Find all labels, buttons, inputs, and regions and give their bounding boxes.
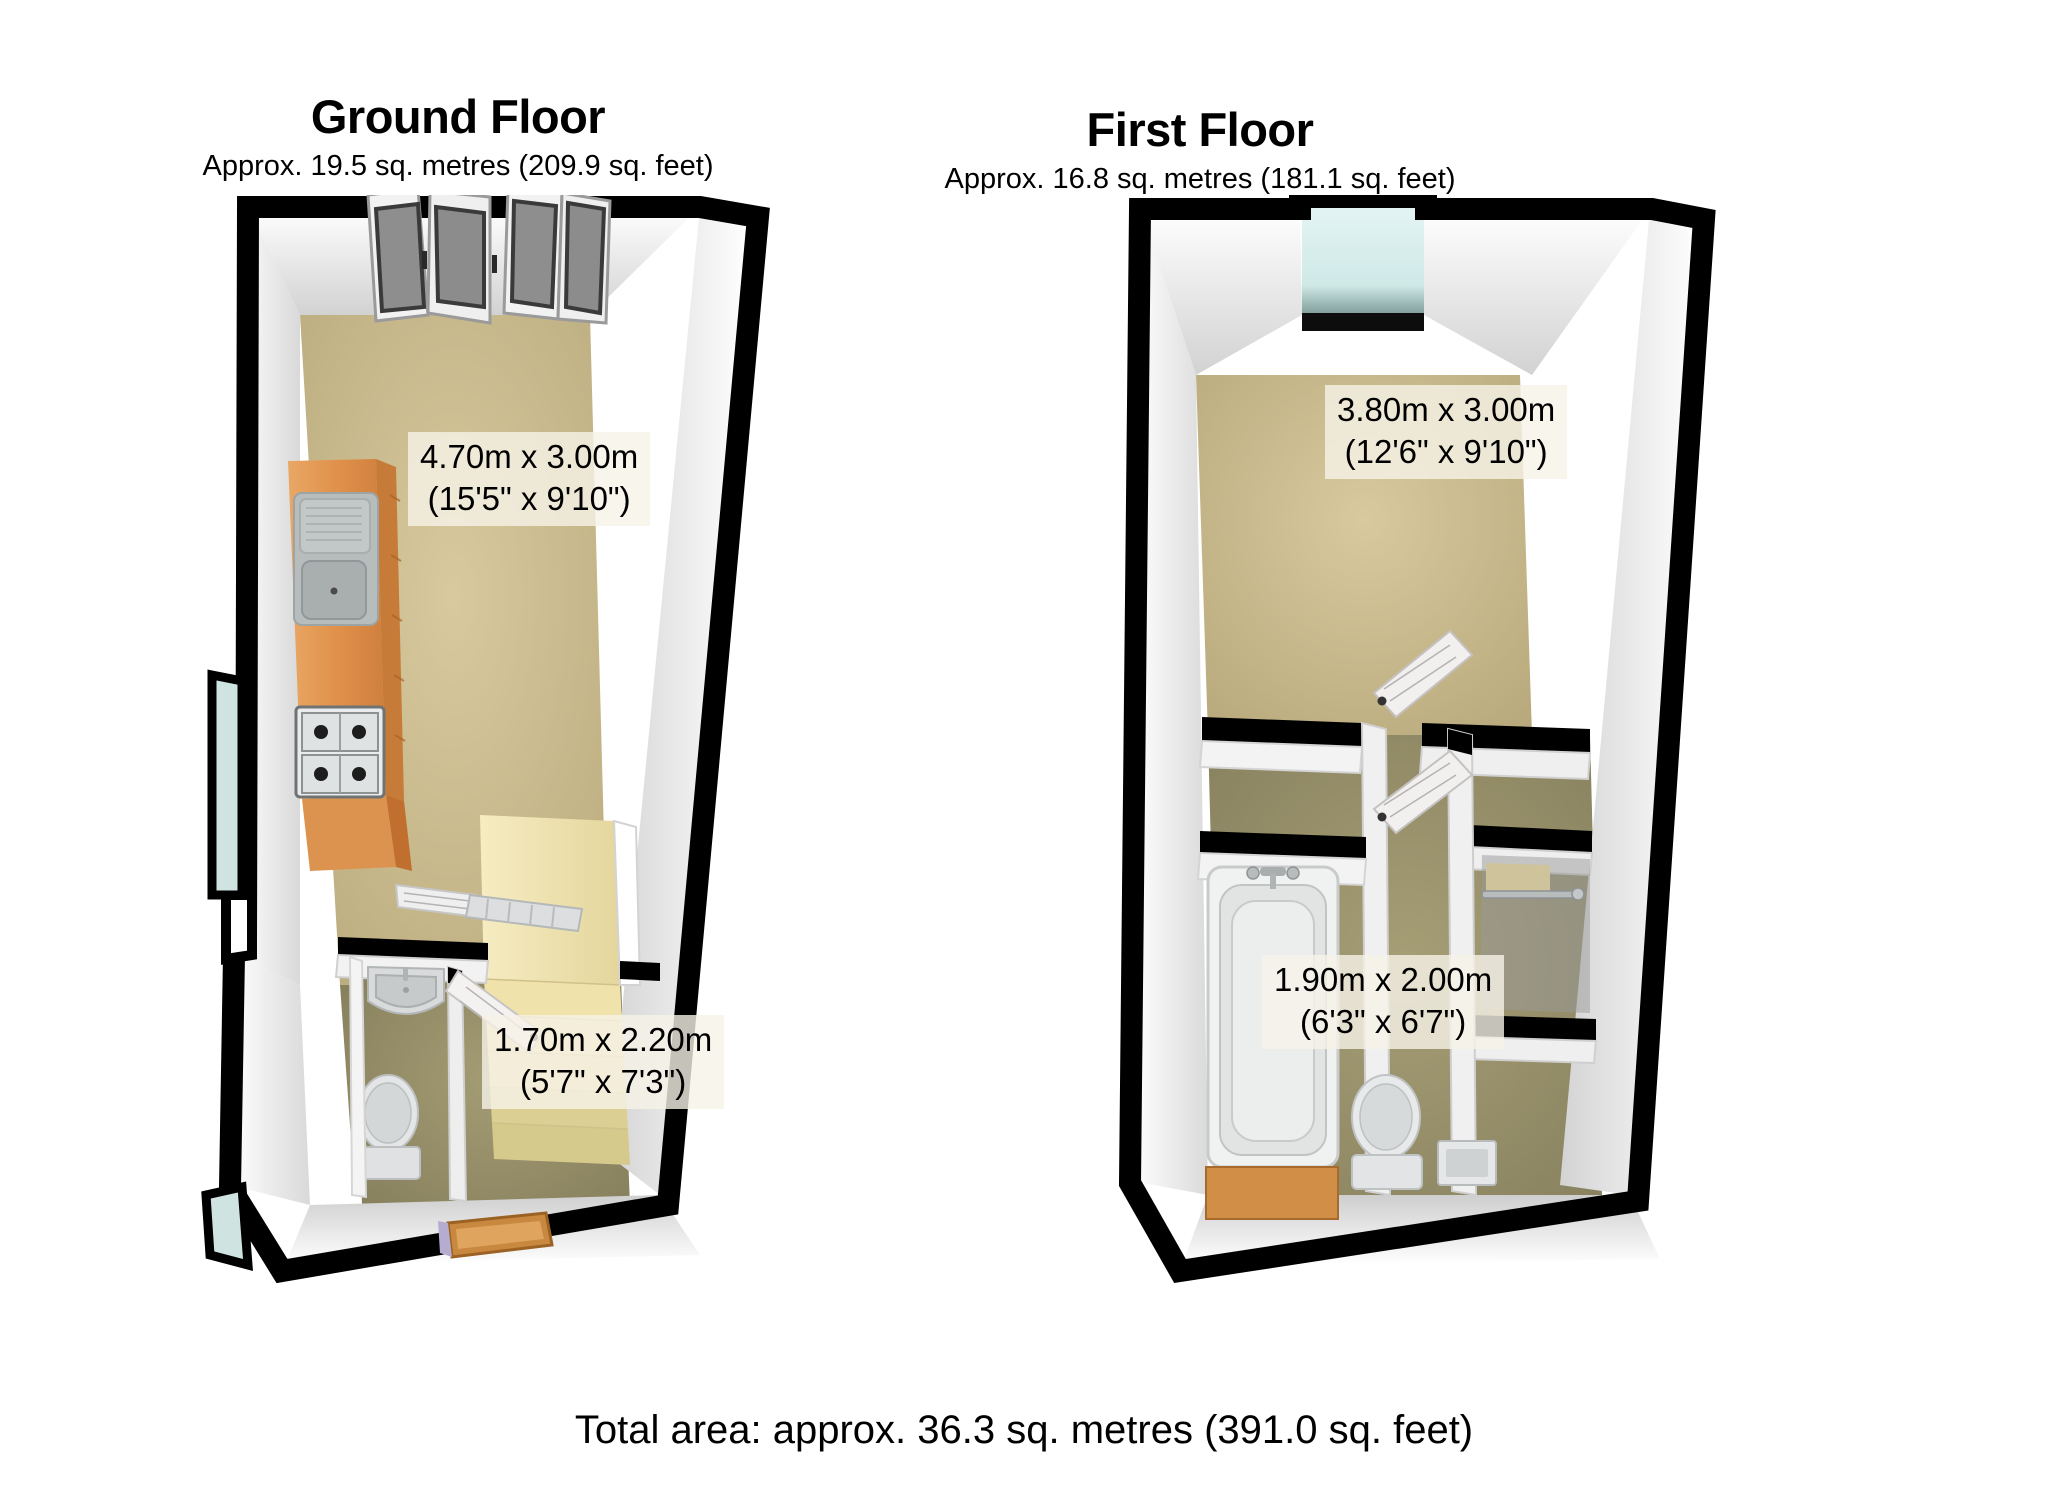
bathroom-dim-metric: 1.90m x 2.00m <box>1274 961 1493 998</box>
living-room-dim-imperial: (15'5" x 9'10") <box>427 480 631 518</box>
hall-dimension-label: 1.70m x 2.20m (5'7" x 7'3") <box>482 1015 725 1110</box>
first-floor-heading: First Floor Approx. 16.8 sq. metres (181… <box>820 105 1580 196</box>
bathroom-dimension-label: 1.90m x 2.00m (6'3" x 6'7") <box>1262 955 1505 1050</box>
bath-taps <box>1246 866 1300 889</box>
bedroom-dim-metric: 3.80m x 3.00m <box>1337 391 1556 428</box>
bathroom-toilet <box>1351 1074 1423 1190</box>
bedroom-dim-imperial: (12'6" x 9'10") <box>1344 433 1548 471</box>
ground-floor-drawing <box>201 195 770 1284</box>
airing-cupboard <box>1480 855 1590 1013</box>
wall-jog-left <box>201 669 257 1271</box>
kitchen-sink <box>293 492 379 626</box>
exterior-wall <box>1118 195 1716 1284</box>
staircase <box>480 815 642 1165</box>
hall-dim-imperial: (5'7" x 7'3") <box>520 1063 687 1101</box>
hanging-rail <box>1481 887 1585 901</box>
bathroom-dim-imperial: (6'3" x 6'7") <box>1300 1003 1467 1041</box>
french-doors[interactable] <box>366 195 612 325</box>
vanity-unit <box>1437 1140 1497 1186</box>
first-floor-drawing <box>1118 195 1716 1284</box>
ground-floor-area: Approx. 19.5 sq. metres (209.9 sq. feet) <box>202 150 714 183</box>
bedroom-window <box>1302 195 1424 331</box>
hall-dim-metric: 1.70m x 2.20m <box>494 1021 713 1058</box>
bedroom-door[interactable] <box>1372 629 1474 719</box>
gas-hob <box>294 705 386 799</box>
bedroom-dimension-label: 3.80m x 3.00m (12'6" x 9'10") <box>1325 385 1568 480</box>
ground-floor-plan <box>190 195 950 1345</box>
ground-floor-title: Ground Floor <box>310 90 606 143</box>
front-door[interactable] <box>438 1211 554 1259</box>
living-room-dim-metric: 4.70m x 3.00m <box>420 438 639 475</box>
wc-walls <box>348 955 468 1203</box>
first-floor-area: Approx. 16.8 sq. metres (181.1 sq. feet) <box>944 163 1456 196</box>
bathroom-door[interactable] <box>1372 749 1474 835</box>
ground-floor-heading: Ground Floor Approx. 19.5 sq. metres (20… <box>78 92 838 183</box>
wall-inner-faces <box>1132 209 1700 1265</box>
wc-wash-basin <box>367 965 445 1015</box>
first-floor-plan <box>1090 195 1850 1345</box>
wc-toilet <box>355 1074 421 1180</box>
total-area-label: Total area: approx. 36.3 sq. metres (391… <box>574 1408 1474 1452</box>
radiator <box>464 893 584 933</box>
living-room-dimension-label: 4.70m x 3.00m (15'5" x 9'10") <box>408 432 651 527</box>
first-floor-title: First Floor <box>1086 103 1314 156</box>
